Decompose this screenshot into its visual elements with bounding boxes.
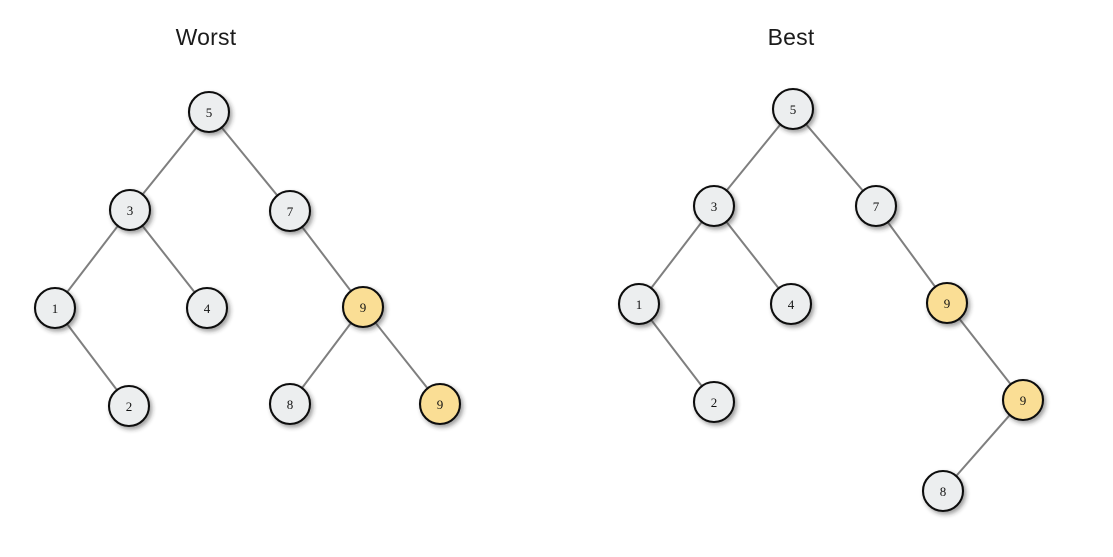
node-circle[interactable] bbox=[854, 184, 898, 228]
tree-node[interactable]: 9 bbox=[341, 285, 385, 329]
node-circle-highlighted[interactable] bbox=[418, 382, 462, 426]
tree-node[interactable]: 1 bbox=[617, 282, 661, 326]
tree-node[interactable]: 4 bbox=[769, 282, 813, 326]
node-circle[interactable] bbox=[108, 188, 152, 232]
node-circle[interactable] bbox=[769, 282, 813, 326]
tree-node[interactable]: 5 bbox=[187, 90, 231, 134]
panel-title-best: Best bbox=[767, 24, 815, 50]
node-circle[interactable] bbox=[771, 87, 815, 131]
tree-node[interactable]: 9 bbox=[925, 281, 969, 325]
tree-node[interactable]: 3 bbox=[108, 188, 152, 232]
tree-node[interactable]: 7 bbox=[854, 184, 898, 228]
node-circle[interactable] bbox=[107, 384, 151, 428]
tree-edge bbox=[792, 108, 877, 207]
panel-title-worst: Worst bbox=[175, 24, 237, 50]
node-circle[interactable] bbox=[617, 282, 661, 326]
node-circle[interactable] bbox=[692, 380, 736, 424]
tree-node[interactable]: 2 bbox=[107, 384, 151, 428]
node-circle[interactable] bbox=[692, 184, 736, 228]
tree-node[interactable]: 9 bbox=[1001, 378, 1045, 422]
node-circle-highlighted[interactable] bbox=[341, 285, 385, 329]
tree-node[interactable]: 5 bbox=[771, 87, 815, 131]
node-circle-highlighted[interactable] bbox=[925, 281, 969, 325]
tree-node[interactable]: 8 bbox=[268, 382, 312, 426]
node-circle[interactable] bbox=[33, 286, 77, 330]
tree-nodes-group: 5 3 7 1 4 9 2 8 9 5 3 7 1 4 9 2 9 8 bbox=[33, 87, 1045, 513]
tree-node[interactable]: 4 bbox=[185, 286, 229, 330]
tree-node[interactable]: 1 bbox=[33, 286, 77, 330]
node-circle-highlighted[interactable] bbox=[1001, 378, 1045, 422]
node-circle[interactable] bbox=[185, 286, 229, 330]
tree-node[interactable]: 3 bbox=[692, 184, 736, 228]
tree-edge bbox=[208, 111, 291, 212]
node-circle[interactable] bbox=[187, 90, 231, 134]
tree-node[interactable]: 7 bbox=[268, 189, 312, 233]
node-circle[interactable] bbox=[268, 189, 312, 233]
node-circle[interactable] bbox=[268, 382, 312, 426]
tree-node[interactable]: 8 bbox=[921, 469, 965, 513]
node-circle[interactable] bbox=[921, 469, 965, 513]
tree-node[interactable]: 9 bbox=[418, 382, 462, 426]
tree-node[interactable]: 2 bbox=[692, 380, 736, 424]
